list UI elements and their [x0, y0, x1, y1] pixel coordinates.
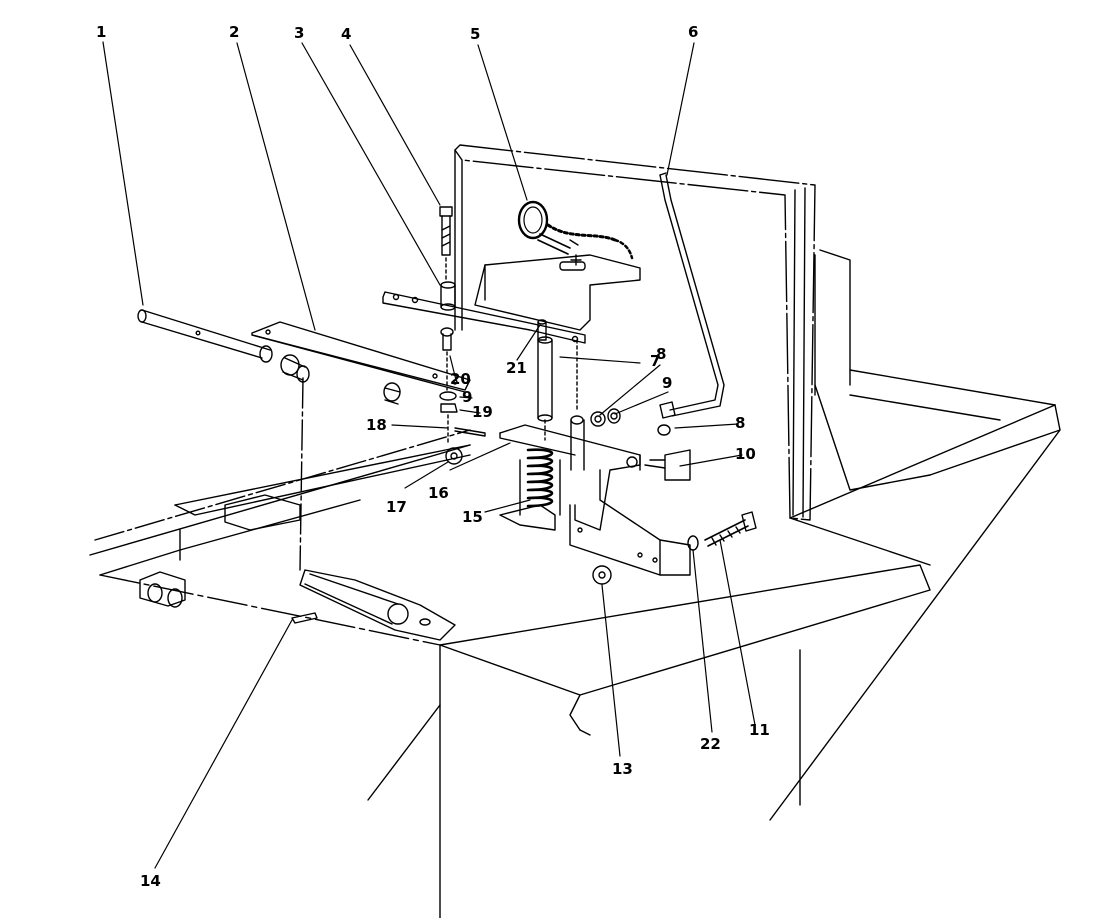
part-label-2: 2 [229, 23, 240, 41]
part-label-11: 11 [749, 721, 770, 739]
upper-bracket-plate [382, 254, 641, 344]
part-label-17: 17 [386, 498, 407, 516]
part-label-15: 15 [462, 508, 483, 526]
part-label-21: 21 [506, 359, 527, 377]
machine-frame [89, 249, 1061, 919]
part-label-6: 6 [688, 23, 699, 41]
part-label-5: 5 [470, 25, 481, 43]
bolt-washer-nut [592, 511, 757, 585]
part-label-16: 16 [428, 484, 449, 502]
part-label-8a: 8 [656, 345, 667, 363]
part-label-4: 4 [341, 25, 352, 43]
hinge-assembly [139, 377, 456, 641]
bent-rod [659, 172, 725, 417]
part-label-3: 3 [294, 24, 305, 42]
part-label-1: 1 [96, 23, 107, 41]
small-hardware [590, 401, 691, 481]
part-label-9b: 9 [662, 374, 673, 392]
part-label-19: 19 [472, 403, 493, 421]
spring-bracket [499, 424, 691, 576]
part-label-14: 14 [140, 872, 161, 890]
long-rod [137, 309, 273, 363]
part-label-22: 22 [700, 735, 721, 753]
part-label-7: 7 [650, 352, 661, 370]
part-label-9a: 9 [462, 388, 473, 406]
part-label-18: 18 [366, 416, 387, 434]
back-plate [454, 144, 816, 521]
guide-pins [537, 319, 585, 471]
flat-arm [251, 321, 471, 405]
part-label-8b: 8 [735, 414, 746, 432]
part-label-10: 10 [735, 445, 756, 463]
bolt-spacer-stack [439, 206, 486, 465]
part-label-20: 20 [450, 370, 471, 388]
part-label-13: 13 [612, 760, 633, 778]
leader-lines [102, 41, 756, 869]
ring-pin-chain [517, 200, 634, 266]
